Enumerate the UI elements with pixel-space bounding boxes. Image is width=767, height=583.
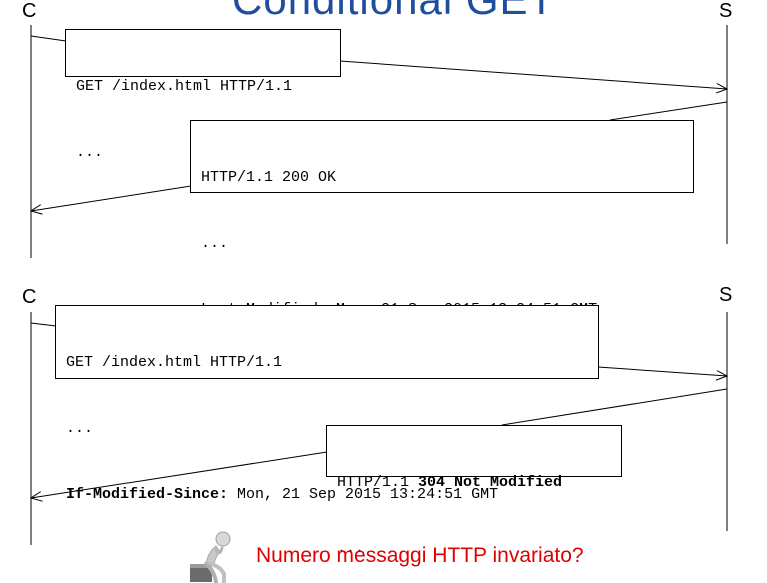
response-2-arrow [31,451,328,498]
slide-title: Conditional GET [232,0,555,24]
response-1-line-1: HTTP/1.1 200 OK [201,169,337,186]
request-2-arrow [597,366,727,376]
request-2-connector [30,322,57,327]
request-2-line-2: ... [66,420,94,437]
question-text: Numero messaggi HTTP invariato? [256,544,584,567]
server-label-2: S [719,284,733,306]
request-1-line-1: GET /index.html HTTP/1.1 [76,78,293,95]
response-2-line-2: ... [337,540,365,557]
request-1-arrow [339,60,727,89]
response-2-status-prefix: HTTP/1.1 [337,474,419,491]
server-label-1: S [719,0,733,22]
request-2-line-1: GET /index.html HTTP/1.1 [66,354,283,371]
response-1-line-2: ... [201,235,229,252]
response-1-connector [609,101,728,121]
request-2-box: GET /index.html HTTP/1.1 ... If-Modified… [55,305,599,503]
response-1-arrow [31,185,192,211]
response-2-connector [501,388,728,426]
client-label-1: C [22,0,37,22]
request-1-box: GET /index.html HTTP/1.1 ... [65,29,341,161]
response-2-line-1: HTTP/1.1 304 Not Modified [337,472,611,494]
request-2-line-3: If-Modified-Since: Mon, 21 Sep 2015 13:2… [66,484,588,506]
response-2-box: HTTP/1.1 304 Not Modified ... [326,425,622,557]
response-1-box: HTTP/1.1 200 OK ... Last-Modified: Mon, … [190,120,694,318]
client-label-2: C [22,286,37,308]
thinking-figure-icon [190,531,231,583]
response-2-status-code: 304 Not Modified [418,474,563,491]
request-1-line-2: ... [76,144,104,161]
if-modified-since-header: If-Modified-Since: [66,486,229,503]
request-1-connector [30,35,67,42]
if-modified-since-value: Mon, 21 Sep 2015 13:24:51 GMT [228,486,499,503]
